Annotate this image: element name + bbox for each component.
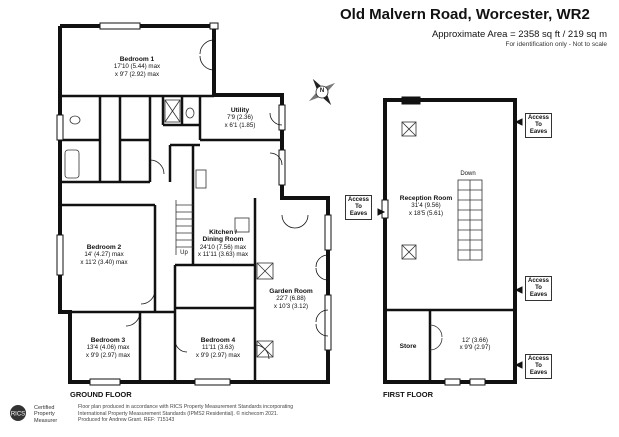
bath bbox=[64, 149, 80, 179]
ground-stairs bbox=[175, 200, 193, 255]
window bbox=[56, 234, 64, 276]
door-arc bbox=[199, 55, 215, 71]
window bbox=[381, 199, 389, 219]
door-arc bbox=[315, 323, 329, 337]
roof-light bbox=[256, 262, 274, 280]
arrow-icon bbox=[514, 286, 523, 294]
door-arc bbox=[269, 112, 283, 126]
window bbox=[194, 378, 231, 386]
hob bbox=[234, 217, 250, 233]
first-outer-wall bbox=[383, 98, 517, 384]
compass-icon bbox=[308, 78, 336, 106]
window bbox=[99, 22, 141, 30]
door-arc bbox=[174, 339, 188, 353]
room-bedroom-2: Bedroom 2 14' (4.27) max x 11'2 (3.40) m… bbox=[80, 244, 128, 266]
window bbox=[324, 214, 332, 251]
shower-tray bbox=[164, 99, 181, 123]
window bbox=[209, 22, 219, 30]
approximate-area: Approximate Area = 2358 sq ft / 219 sq m bbox=[431, 29, 607, 40]
door-arc bbox=[315, 309, 329, 323]
sink bbox=[195, 169, 207, 189]
svg-text:RICS: RICS bbox=[11, 412, 25, 418]
arrow-icon bbox=[514, 361, 523, 369]
arrow-icon bbox=[377, 208, 386, 216]
door-arc bbox=[429, 324, 443, 338]
toilet bbox=[185, 107, 195, 119]
ground-floor-label: GROUND FLOOR bbox=[70, 390, 132, 399]
window bbox=[278, 104, 286, 131]
room-garden-room: Garden Room 22'7 (6.88) x 10'3 (3.12) bbox=[269, 288, 313, 310]
door-arc bbox=[199, 39, 215, 55]
stairs-down-label: Down bbox=[460, 171, 476, 177]
window bbox=[89, 378, 121, 386]
toilet bbox=[69, 115, 81, 125]
room-store: Store bbox=[399, 343, 417, 350]
page-title: Old Malvern Road, Worcester, WR2 bbox=[340, 6, 590, 23]
room-bedroom-3: Bedroom 3 13'4 (4.06) max x 9'9 (2.97) m… bbox=[85, 337, 131, 359]
first-stairs bbox=[457, 179, 483, 261]
chimney bbox=[401, 96, 421, 105]
scale-note: For identification only - Not to scale bbox=[505, 41, 607, 48]
window bbox=[444, 378, 461, 386]
door-arc bbox=[125, 311, 141, 327]
door-arc bbox=[269, 152, 283, 166]
door-arc bbox=[315, 254, 329, 268]
window bbox=[469, 378, 486, 386]
door-arc bbox=[315, 267, 329, 281]
rics-logo: RICS bbox=[10, 405, 26, 421]
door-arc bbox=[281, 214, 296, 229]
window bbox=[56, 114, 64, 141]
door-arc bbox=[149, 159, 165, 175]
compass-letter: N bbox=[319, 88, 325, 94]
room-reception-room: Reception Room 31'4 (9.56) x 18'5 (5.61) bbox=[399, 195, 453, 217]
window bbox=[278, 149, 286, 186]
room-first-floor-small: 12' (3.66) x 9'9 (2.97) bbox=[459, 337, 491, 352]
stairs-up-label: Up bbox=[180, 250, 188, 256]
footer-text: Floor plan produced in accordance with R… bbox=[78, 404, 294, 424]
arrow-icon bbox=[514, 118, 523, 126]
window bbox=[324, 294, 332, 351]
door-arc bbox=[429, 337, 443, 351]
door-arc bbox=[140, 289, 156, 305]
room-bedroom-4: Bedroom 4 11'11 (3.63) x 9'9 (2.97) max bbox=[195, 337, 241, 359]
room-bedroom-1: Bedroom 1 17'10 (5.44) max x 9'7 (2.92) … bbox=[113, 56, 161, 78]
roof-light bbox=[401, 121, 417, 137]
room-kitchen-dining: Kitchen / Dining Room 24'10 (7.56) max x… bbox=[197, 229, 249, 259]
first-floor-label: FIRST FLOOR bbox=[383, 390, 433, 399]
door-arc bbox=[294, 214, 309, 229]
roof-light bbox=[256, 340, 274, 358]
roof-light bbox=[401, 244, 417, 260]
room-utility: Utility 7'9 (2.36) x 6'1 (1.85) bbox=[224, 107, 256, 129]
